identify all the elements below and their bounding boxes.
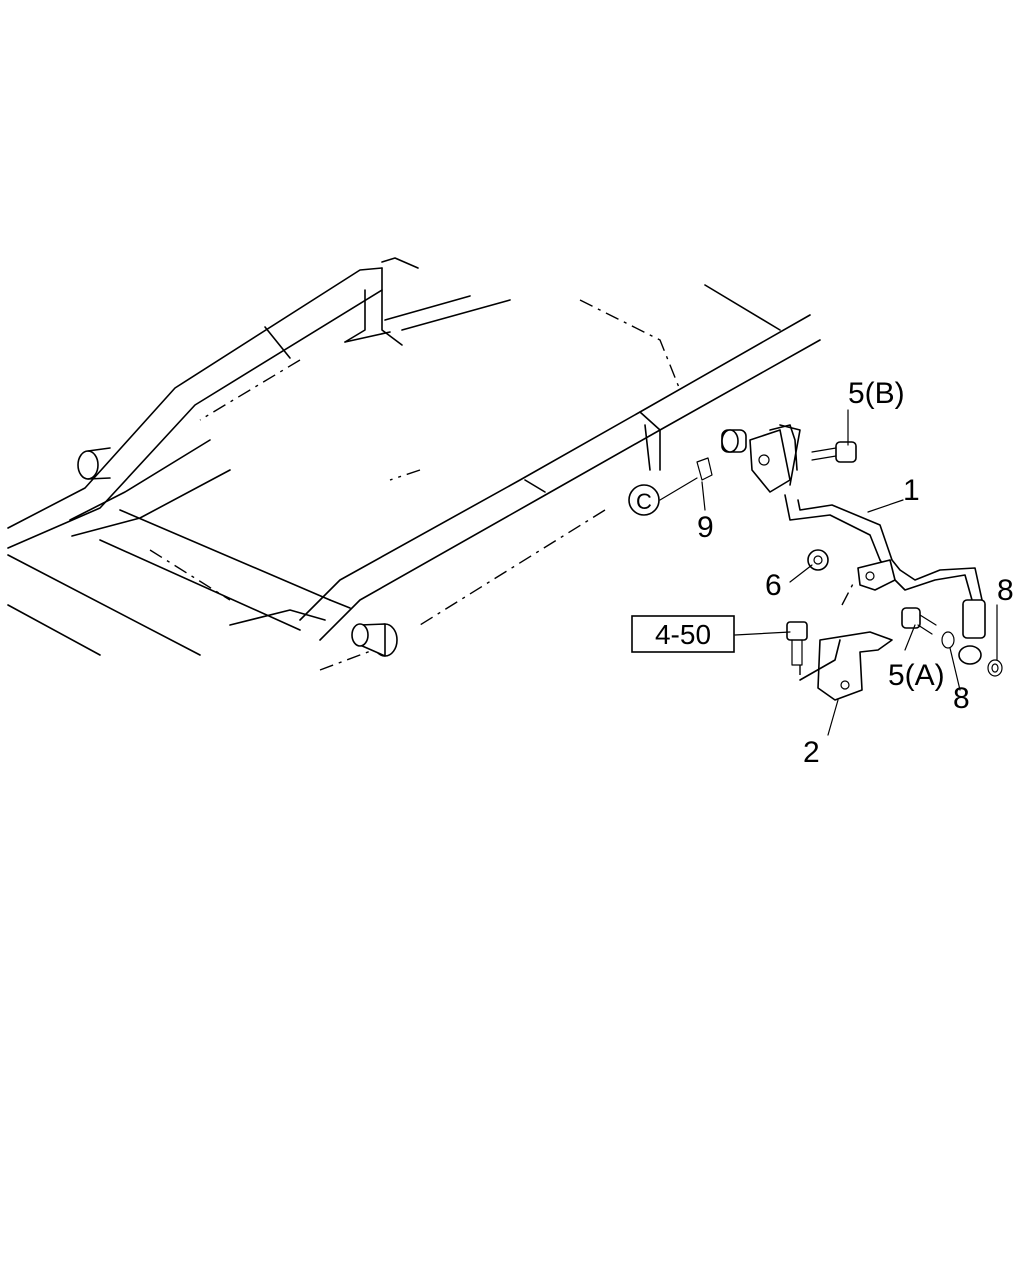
callout-part-8-upper: 8 (997, 574, 1014, 607)
callout-part-2: 2 (803, 736, 820, 769)
chassis-frame (7, 257, 821, 671)
reference-c-label: C (636, 489, 652, 514)
leader-lines (659, 409, 998, 736)
callout-part-5b: 5(B) (848, 377, 905, 410)
callout-part-6: 6 (765, 569, 782, 602)
callout-part-8-lower: 8 (953, 682, 970, 715)
callout-part-9: 9 (697, 511, 714, 544)
callout-part-1: 1 (903, 474, 920, 507)
reference-circle-c: C (628, 484, 660, 516)
page-reference-label: 4-50 (655, 619, 711, 650)
page-reference-box: 4-50 (631, 615, 735, 653)
callout-part-5a: 5(A) (888, 659, 945, 692)
brake-pipe-assembly (696, 424, 1003, 701)
